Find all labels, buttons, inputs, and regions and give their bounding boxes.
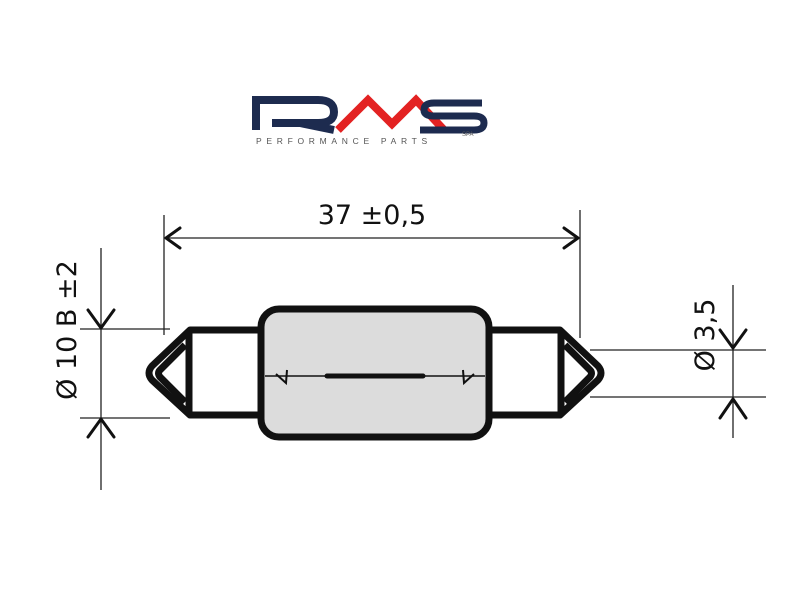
tip-diameter-label: Ø 3,5 [690, 299, 721, 372]
length-dimension: 37 ±0,5 [163, 200, 581, 338]
base-diameter-label: Ø 10 B ±2 [52, 260, 83, 400]
logo-suffix: SPA [462, 132, 474, 138]
length-label: 37 ±0,5 [318, 200, 427, 231]
logo-tagline: PERFORMANCE PARTS [256, 136, 432, 146]
bulb [145, 305, 605, 441]
filament [265, 369, 485, 386]
base-diameter-dimension: Ø 10 B ±2 [52, 248, 170, 490]
glass-body [257, 305, 493, 441]
tip-diameter-dimension: Ø 3,5 [590, 285, 766, 438]
rms-logo: SPA PERFORMANCE PARTS [252, 94, 488, 146]
